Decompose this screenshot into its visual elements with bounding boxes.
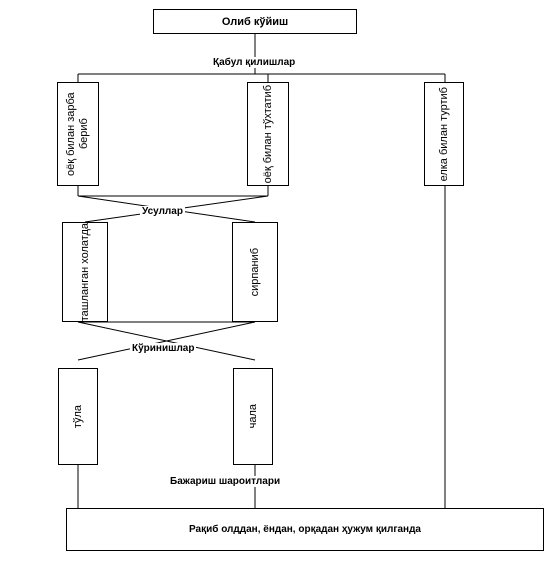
method-box-1: ташланган холатда	[62, 222, 108, 322]
type-box-2-label: чала	[246, 404, 259, 429]
label-conditions: Бажариш шароитлари	[168, 476, 283, 487]
type-box-1-label: тўла	[71, 404, 84, 429]
label-methods: Усуллар	[140, 206, 185, 217]
method-box-2-label: сирпаниб	[248, 247, 261, 297]
connector-type-cross-2	[77, 321, 256, 361]
reception-box-3-label: елка билан туртиб	[437, 86, 450, 182]
reception-box-2-label: оёқ билан тўхтатиб	[261, 84, 274, 184]
bottom-box: Рақиб олддан, ёндан, орқадан ҳужум қилга…	[66, 508, 544, 551]
reception-box-1-label: оёқ билан зарба бериб	[65, 92, 90, 176]
label-types: Кўринишлар	[130, 343, 197, 354]
label-receptions: Қабул қилишлар	[211, 57, 298, 68]
bottom-box-label: Рақиб олддан, ёндан, орқадан ҳужум қилга…	[188, 524, 421, 535]
method-box-1-label: ташланган холатда	[78, 222, 91, 322]
top-box: Олиб кўйиш	[153, 9, 357, 34]
top-box-label: Олиб кўйиш	[221, 15, 289, 28]
reception-box-3: елка билан туртиб	[424, 82, 464, 186]
method-box-2: сирпаниб	[232, 222, 278, 322]
type-box-1: тўла	[58, 368, 98, 465]
type-box-2: чала	[233, 368, 273, 465]
reception-box-2: оёқ билан тўхтатиб	[247, 82, 289, 186]
reception-box-1: оёқ билан зарба бериб	[57, 82, 99, 186]
